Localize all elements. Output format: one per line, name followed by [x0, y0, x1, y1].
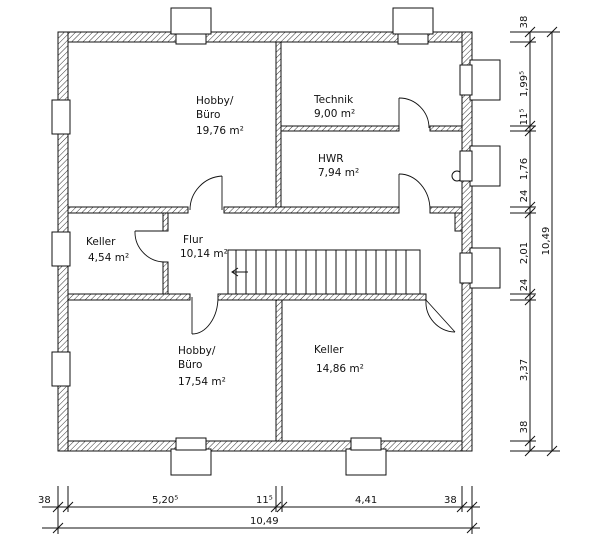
wall-middle-north-c [429, 206, 463, 214]
room-hobby-bottom-line2: Büro [178, 359, 202, 371]
room-flur-area: 10,14 m² [180, 248, 228, 260]
window-west-1 [51, 99, 71, 135]
dim-bottom-115: 11⁵ [256, 495, 273, 506]
room-hobby-top-line1: Hobby/ [196, 95, 234, 107]
room-technik-area: 9,00 m² [314, 108, 355, 120]
wall-technik-hwr-left [280, 125, 400, 132]
wall-south [57, 440, 473, 452]
wall-technik-west [275, 41, 282, 213]
dim-right-24-b: 24 [519, 279, 530, 292]
dim-right-337: 3,37 [519, 359, 530, 381]
lightwell-east-2 [469, 145, 501, 187]
dim-right-199: 1,99⁵ [519, 71, 530, 97]
dim-right-total: 10,49 [541, 227, 552, 256]
stair-arrow-head [231, 267, 239, 277]
dim-right-24-a: 24 [519, 190, 530, 203]
doors [134, 97, 463, 335]
room-hobby-bottom-area: 17,54 m² [178, 376, 226, 388]
wall-middle-south-a [67, 293, 191, 301]
dim-right-201: 2,01 [519, 242, 530, 264]
dim-bottom-38-right: 38 [444, 495, 457, 506]
window-west-3 [51, 351, 71, 387]
door-keller-large [425, 299, 456, 333]
room-labels: Hobby/ Büro 19,76 m² Technik 9,00 m² HWR… [86, 94, 364, 388]
dim-bottom-441: 4,41 [355, 495, 377, 506]
room-keller-small-area: 4,54 m² [88, 252, 129, 264]
room-hwr-name: HWR [318, 153, 344, 165]
wall-bottom-divider [275, 299, 283, 442]
room-keller-large-area: 14,86 m² [316, 363, 364, 375]
room-technik-name: Technik [313, 94, 354, 106]
room-keller-large-name: Keller [314, 344, 344, 356]
room-hobby-top-line2: Büro [196, 109, 220, 121]
lightwell-top-left [170, 7, 212, 35]
wall-middle-north-a [67, 206, 189, 214]
lightwell-east-3 [469, 247, 501, 289]
lightwell-bottom-right [345, 448, 387, 476]
room-hobby-top-area: 19,76 m² [196, 125, 244, 137]
dim-bottom-total: 10,49 [250, 516, 279, 527]
dim-bottom-38-left: 38 [38, 495, 51, 506]
wall-middle-north-b [223, 206, 400, 214]
wall-technik-hwr-right [429, 125, 463, 132]
dim-right-38-top: 38 [519, 16, 530, 29]
room-hwr-area: 7,94 m² [318, 167, 359, 179]
inner-walls [67, 41, 463, 442]
room-flur-name: Flur [183, 234, 204, 246]
room-hobby-bottom-line1: Hobby/ [178, 345, 216, 357]
windows [51, 7, 501, 476]
lightwell-top-right [392, 7, 434, 35]
dim-bottom-5205: 5,20⁵ [152, 495, 178, 506]
staircase [227, 249, 421, 295]
lightwell-east-1 [469, 59, 501, 101]
wall-keller-east-bottom [162, 261, 169, 295]
dim-right-176: 1,76 [519, 158, 530, 180]
wall-east [461, 31, 473, 452]
dim-right-38-bottom: 38 [519, 421, 530, 434]
lightwell-bottom-left [170, 448, 212, 476]
dimension-bottom: 38 5,20⁵ 11⁵ 4,41 38 10,49 [38, 486, 480, 534]
window-west-2 [51, 231, 71, 267]
wall-keller-east-top [162, 212, 169, 232]
dimension-right: 38 1,99⁵ 11⁵ 1,76 24 2,01 24 3,37 38 10,… [510, 16, 560, 457]
wall-east-inner [454, 212, 463, 232]
outer-walls [57, 31, 473, 452]
dim-right-115: 11⁵ [519, 109, 530, 126]
wall-middle-south-b [217, 293, 427, 301]
room-keller-small-name: Keller [86, 236, 116, 248]
